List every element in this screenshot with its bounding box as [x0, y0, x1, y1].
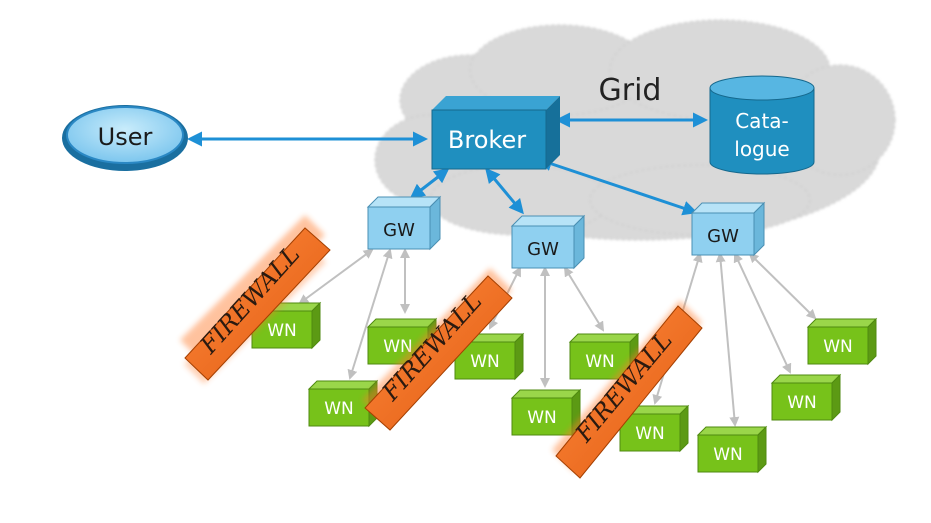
worker-node: WN [618, 404, 690, 453]
catalogue-label-line1: Cata- [735, 109, 789, 133]
gateway-node: GW [510, 214, 586, 270]
gateway-node: GW [690, 201, 766, 257]
link-gw3-wn10 [748, 252, 817, 320]
worker-node: WN [696, 425, 768, 474]
user-node: User [62, 105, 188, 171]
worker-node: WN [806, 317, 878, 366]
worker-label: WN [267, 321, 297, 341]
gateway-worker-links [298, 248, 817, 427]
worker-label: WN [383, 337, 413, 357]
link-gw2-wn6 [563, 266, 605, 332]
worker-label: WN [527, 408, 557, 428]
broker-node: Broker [431, 96, 560, 170]
link-gw3-wn8 [715, 252, 740, 427]
catalogue-node: Cata- logue [709, 75, 815, 175]
worker-label: WN [713, 445, 743, 465]
worker-node: WN [770, 373, 842, 422]
worker-label: WN [470, 352, 500, 372]
worker-label: WN [585, 352, 615, 372]
user-label: User [98, 123, 153, 151]
link-broker-gw2 [485, 167, 524, 215]
worker-node: WN [510, 388, 582, 437]
worker-label: WN [324, 399, 354, 419]
worker-label: WN [635, 424, 665, 444]
gateway-label: GW [707, 226, 739, 247]
gateway-label: GW [527, 239, 559, 260]
worker-label: WN [823, 337, 853, 357]
link-broker-gw1 [409, 168, 450, 199]
gateway-node: GW [366, 195, 442, 251]
link-gw1-wn3 [347, 248, 393, 380]
worker-node: WN [250, 301, 322, 350]
catalogue-label-line2: logue [734, 137, 789, 161]
broker-label: Broker [448, 126, 526, 154]
link-broker-gw3 [537, 156, 698, 216]
primary-links [187, 112, 708, 216]
worker-label: WN [787, 393, 817, 413]
grid-label: Grid [599, 73, 662, 108]
gateway-label: GW [383, 220, 415, 241]
worker-node: WN [307, 379, 379, 428]
firewall-barrier: FIREWALL [180, 215, 331, 384]
link-gw3-wn9 [733, 252, 792, 374]
